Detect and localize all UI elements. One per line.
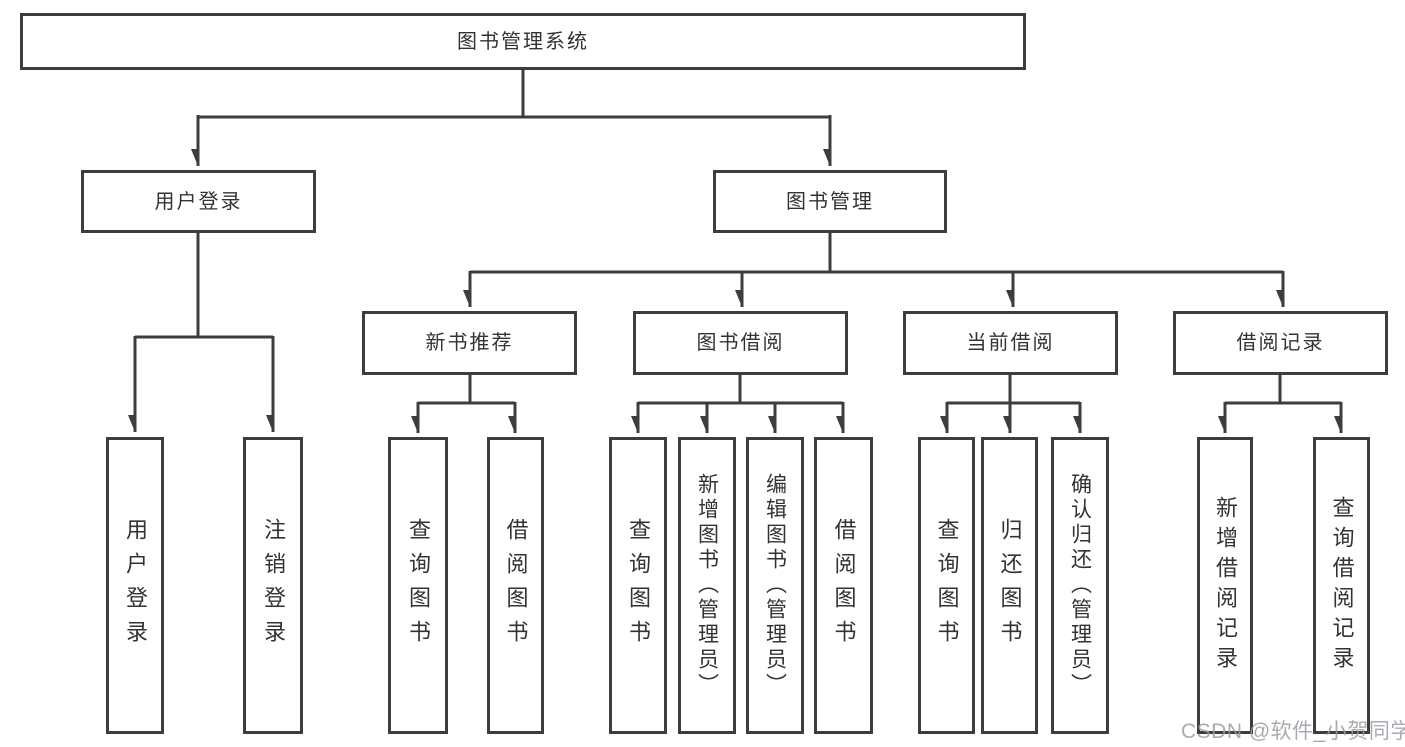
leaf-user-login: 用户登录 (106, 437, 164, 734)
leaf-add-books-admin: 新增图书（管理员） (678, 437, 736, 734)
leaf-borrow-books: 借阅图书 (814, 437, 873, 734)
leaf-return-books: 归还图书 (981, 437, 1038, 734)
leaf-confirm-return-admin: 确认归还（管理员） (1051, 437, 1109, 734)
node-book-management: 图书管理 (713, 170, 947, 233)
leaf-borrow-books-recommend: 借阅图书 (487, 437, 544, 734)
node-user-login: 用户登录 (81, 170, 316, 233)
csdn-watermark: CSDN @软件_小贺同学 (1181, 720, 1405, 743)
leaf-add-borrow-record: 新增借阅记录 (1197, 437, 1253, 734)
edge-hist-rail (1225, 375, 1341, 405)
leaf-query-books-current: 查询图书 (918, 437, 975, 734)
edge-login-rail (135, 233, 273, 339)
leaf-query-borrow-record: 查询借阅记录 (1313, 437, 1370, 734)
leaf-query-books-borrowing: 查询图书 (609, 437, 667, 734)
leaf-edit-books-admin: 编辑图书（管理员） (746, 437, 804, 734)
leaf-logout: 注销登录 (243, 437, 303, 734)
edge-mgmt-rail (470, 233, 1283, 274)
node-new-book-recommend: 新书推荐 (362, 311, 577, 375)
node-book-borrowing: 图书借阅 (633, 311, 848, 375)
edge-root-trunk (198, 70, 830, 119)
edge-rec-rail (418, 375, 515, 405)
node-borrowing-records: 借阅记录 (1173, 311, 1388, 375)
leaf-query-books-recommend: 查询图书 (388, 437, 448, 734)
node-library-management-system: 图书管理系统 (20, 13, 1026, 70)
edge-cur-rail (947, 375, 1080, 405)
edge-bor-rail (638, 375, 843, 405)
node-current-borrowing: 当前借阅 (903, 311, 1118, 375)
